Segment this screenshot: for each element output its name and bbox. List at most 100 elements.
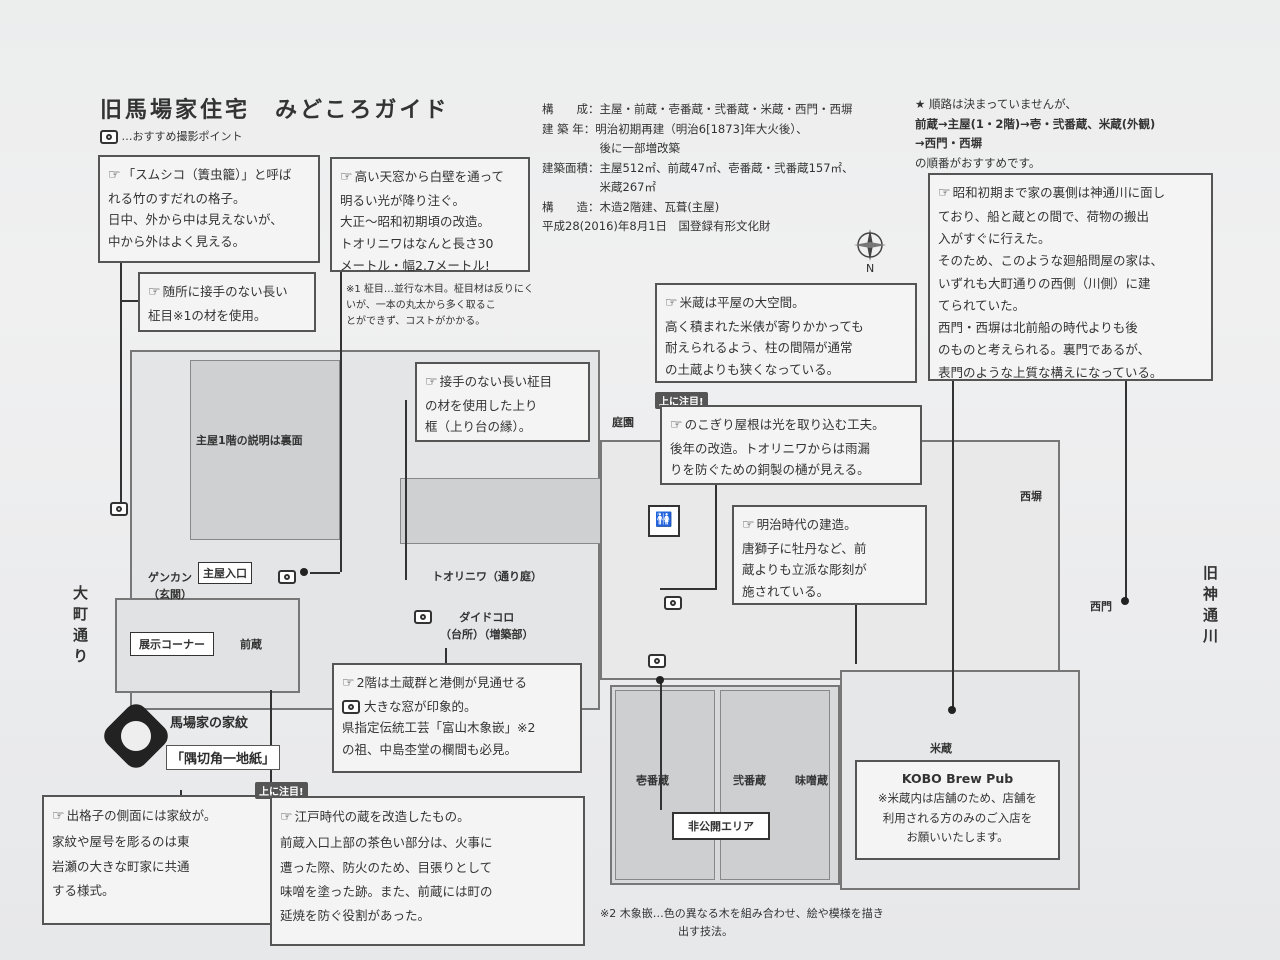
pointing-hand-icon: ☞ (280, 809, 293, 825)
box-text: 高く積まれた米俵が寄りかかっても (665, 318, 864, 334)
pointing-hand-icon: ☞ (938, 185, 951, 201)
box-text: 米蔵は平屋の大空間。 (679, 295, 805, 310)
box-text: の土蔵よりも狭くなっている。 (665, 362, 840, 378)
genkan-label: ゲンカン （玄関） (148, 571, 192, 601)
box-text: 施されている。 (742, 584, 830, 600)
camera-icon (664, 592, 682, 611)
box-text: 高い天窓から白壁を通って (354, 169, 504, 184)
info-row: 米蔵267㎡ (542, 180, 656, 195)
pointing-hand-icon: ☞ (342, 675, 355, 691)
pointing-hand-icon: ☞ (340, 169, 353, 185)
leader-dot (1121, 597, 1129, 605)
box-text: 大きな窓が印象的。 (363, 698, 477, 714)
box-text: 入がすぐに行えた。 (938, 231, 1051, 247)
crest-name: 「隅切角一地紙」 (166, 745, 281, 770)
misogura-label: 味噌蔵 (795, 774, 828, 787)
nishimon-label: 西門 (1090, 600, 1112, 613)
box-text: 家紋や屋号を彫るのは東 (52, 834, 190, 850)
info-box-second-floor: ☞2階は土蔵群と港側が見通せる 大きな窓が印象的。 県指定伝統工芸「富山木象嵌」… (332, 663, 582, 773)
box-text: のものと考えられる。裏門であるが、 (938, 342, 1151, 358)
info-box-demegoshi: ☞出格子の側面には家紋が。 家紋や屋号を彫るのは東 岩瀬の大きな町家に共通 する… (42, 795, 272, 925)
box-text: てられていた。 (938, 297, 1026, 313)
box-text: 唐獅子に牡丹など、前 (742, 540, 867, 556)
note-text: いが、一本の丸太から多く取るこ (346, 300, 496, 311)
leader-line (855, 604, 857, 664)
nishibei-label: 西塀 (1020, 490, 1042, 503)
family-crest-icon (121, 721, 151, 751)
info-box-agarikamachi: ☞接手のない長い柾目 の材を使用した上り 框（上り台の縁）。 (415, 362, 590, 442)
info-box-maegura: ☞江戸時代の蔵を改造したもの。 前蔵入口上部の茶色い部分は、火事に 遭った際、防… (270, 796, 585, 946)
box-text: れる竹のすだれの格子。 (108, 190, 246, 206)
leader-line (445, 648, 447, 668)
box-text: ※米蔵内は店舗のため、店舗を (877, 791, 1038, 806)
box-text: メートル・幅2.7メートル! (340, 258, 490, 274)
box-text: 味噌を塗った跡。また、前蔵には町の (280, 884, 493, 900)
leader-line (405, 400, 407, 580)
box-text: 日中、外から中は見えないが、 (108, 212, 283, 228)
legend-text: …おすすめ撮影ポイント (121, 130, 243, 143)
leader-line (120, 262, 122, 502)
main-floor-label: 主屋1階の説明は裏面 (196, 434, 303, 447)
tenji-label: 展示コーナー (130, 632, 214, 656)
hikoukai-label: 非公開エリア (672, 812, 770, 840)
box-text: りを防ぐための銅製の樋が見える。 (670, 462, 870, 478)
info-row: 後に一部増改築 (542, 141, 680, 156)
box-text: 中から外はよく見える。 (108, 234, 246, 250)
box-text: 「スムシコ（簀虫籠）」と呼ば (122, 167, 292, 182)
route-line: 前蔵→主屋(1・2階)→壱・弐番蔵、米蔵(外観) (915, 116, 1156, 131)
crest-title: 馬場家の家紋 (170, 716, 249, 731)
box-text: の祖、中島杢堂の欄間も必見。 (342, 742, 518, 758)
leader-line (715, 480, 717, 590)
daidokoro-label: ダイドコロ （台所）（増築部） (440, 611, 534, 641)
info-row: 構 造：木造2階建、瓦葺(主屋) (542, 199, 720, 214)
leader-line (660, 588, 717, 590)
leader-line (1125, 380, 1127, 600)
kobo-title: KOBO Brew Pub (901, 771, 1014, 786)
compass-icon (854, 229, 886, 261)
pointing-hand-icon: ☞ (425, 374, 438, 390)
route-line: の順番がおすすめです。 (915, 155, 1041, 170)
ichibangura-room (615, 690, 715, 880)
jinzu-river-label: 旧神通川 (1201, 565, 1219, 649)
info-box-sumushiko: ☞「スムシコ（簀虫籠）」と呼ば れる竹のすだれの格子。 日中、外から中は見えない… (98, 155, 320, 263)
info-row: 構 成：主屋・前蔵・壱番蔵・弐番蔵・米蔵・西門・西塀 (542, 102, 853, 116)
pointing-hand-icon: ☞ (108, 167, 121, 183)
footnote-mokuzogan: ※2 木象嵌…色の異なる木を組み合わせ、絵や模様を描き 出す技法。 (600, 905, 884, 940)
box-text: そのため、このような廻船問屋の家は、 (938, 253, 1164, 269)
box-text: 框（上り台の縁）。 (425, 419, 532, 435)
box-text: する様式。 (52, 883, 115, 899)
pointing-hand-icon: ☞ (670, 417, 683, 433)
box-text: 県指定伝統工芸「富山木象嵌」※2 (342, 720, 536, 736)
camera-icon (110, 498, 128, 517)
nibangura-room (720, 690, 830, 880)
box-text: 柾目※1の材を使用。 (148, 307, 267, 323)
route-line: ★ 順路は決まっていませんが、 (915, 97, 1077, 111)
info-box-masame: ☞随所に接手のない長い 柾目※1の材を使用。 (138, 272, 316, 332)
box-text: 蔵よりも立派な彫刻が (742, 562, 867, 578)
page-title: 旧馬場家住宅 みどころガイド (100, 98, 450, 123)
box-text: 岩瀬の大きな町家に共通 (52, 858, 190, 874)
pointing-hand-icon: ☞ (742, 517, 755, 533)
maegura-label: 前蔵 (240, 638, 262, 651)
box-text: 大正～昭和初期頃の改造。 (340, 214, 491, 230)
box-text: 明治時代の建造。 (756, 517, 857, 532)
box-text: 遭った際、防火のため、目張りとして (280, 859, 493, 875)
box-text: トオリニワはなんと長さ30 (340, 236, 494, 252)
toilet-icon: 🚻 (648, 505, 680, 537)
leader-line (310, 572, 340, 574)
info-box-komegura: ☞米蔵は平屋の大空間。 高く積まれた米俵が寄りかかっても 耐えられるよう、柱の間… (655, 283, 917, 383)
komegura-label: 米蔵 (930, 742, 952, 755)
box-text: 2階は土蔵群と港側が見通せる (356, 675, 528, 690)
box-text: 前蔵入口上部の茶色い部分は、火事に (280, 835, 493, 851)
info-box-kobo: KOBO Brew Pub ※米蔵内は店舗のため、店舗を 利用される方のみのご入… (855, 760, 1060, 860)
omachi-street-label: 大町通り (71, 585, 89, 669)
box-text: 明るい光が降り注ぐ。 (340, 192, 466, 208)
box-text: 耐えられるよう、柱の間隔が通常 (665, 340, 853, 356)
box-text: お願いいたします。 (906, 830, 1009, 845)
camera-icon (414, 606, 432, 625)
box-text: 江戸時代の蔵を改造したもの。 (294, 809, 470, 824)
ichibangura-label: 壱番蔵 (636, 774, 669, 787)
box-text: 出格子の側面には家紋が。 (66, 808, 217, 823)
note-text: とができず、コストがかかる。 (346, 316, 486, 327)
garden-label: 庭園 (612, 416, 634, 429)
